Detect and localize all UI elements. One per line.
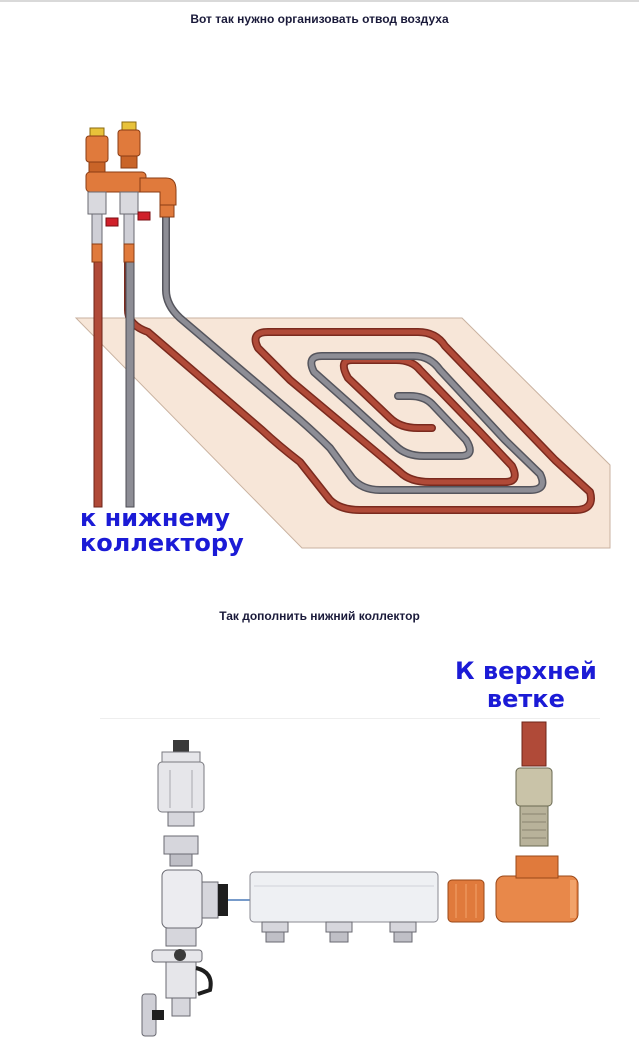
air-vent-left bbox=[85, 127, 109, 173]
floor-heating-diagram bbox=[74, 121, 611, 549]
heating-loop-return bbox=[162, 201, 547, 494]
air-vent-right bbox=[117, 121, 141, 169]
union-nut bbox=[163, 835, 199, 867]
automatic-air-vent bbox=[157, 740, 205, 827]
top-divider bbox=[0, 0, 639, 2]
manifold-outlet bbox=[261, 921, 289, 943]
label-to-upper-branch: К верхней ветке bbox=[455, 657, 597, 713]
manifold-outlet bbox=[325, 921, 353, 943]
caption-lower-collector: Так дополнить нижний коллектор bbox=[219, 609, 420, 623]
chrome-tee bbox=[161, 869, 228, 929]
heating-loop-supply bbox=[124, 206, 595, 514]
drain-valve bbox=[141, 927, 213, 1037]
air-vent-assembly bbox=[85, 121, 177, 263]
label-to-lower-collector: к нижнему коллектору bbox=[80, 504, 244, 557]
brass-tee bbox=[495, 855, 579, 923]
caption-air-vent: Вот так нужно организовать отвод воздуха bbox=[190, 12, 449, 26]
manifold-outlet bbox=[389, 921, 417, 943]
threaded-adapter bbox=[515, 767, 553, 847]
manifold-bar bbox=[249, 871, 439, 943]
upper-branch-pipe bbox=[521, 721, 547, 767]
brass-nipple bbox=[447, 879, 485, 923]
